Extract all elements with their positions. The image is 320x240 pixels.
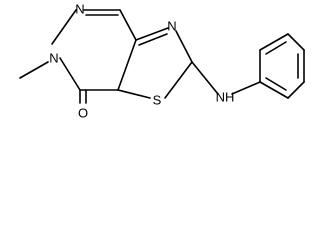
atom-n-top: N: [75, 1, 84, 16]
bond-ph-5: [287, 81, 305, 99]
bond-nh-phenyl: [231, 81, 261, 95]
atom-n-methyl: N: [49, 50, 58, 65]
bond-c-n-thiazole-double: [138, 33, 168, 46]
bond-ph-6: [259, 81, 289, 99]
atom-o-carbonyl: O: [78, 105, 88, 120]
bond-s-c: [117, 89, 151, 99]
bond-ch-c: [119, 9, 137, 41]
bond-co-n: [59, 57, 81, 91]
structure-canvas: N N O N S NH: [19, 1, 305, 121]
atom-nh-amine: NH: [216, 89, 235, 104]
bond-n-c2: [175, 30, 193, 63]
atom-s-thiazole: S: [153, 92, 162, 107]
bond-c2-s: [164, 61, 193, 99]
molecule-structure: N N O N S NH: [19, 1, 305, 120]
bond-c-n-thiazole: [135, 27, 169, 41]
bond-ph-3: [287, 33, 305, 51]
bond-ph-inner-3: [265, 77, 287, 91]
bond-n-n: [51, 9, 77, 45]
bond-c-c-fused: [117, 39, 137, 91]
bond-c2-nh: [191, 61, 219, 95]
bond-n-methyl: [19, 61, 49, 79]
atom-n-thiazole: N: [167, 18, 176, 33]
bond-ph-inner-1: [265, 41, 287, 55]
bond-ph-2: [259, 33, 289, 51]
